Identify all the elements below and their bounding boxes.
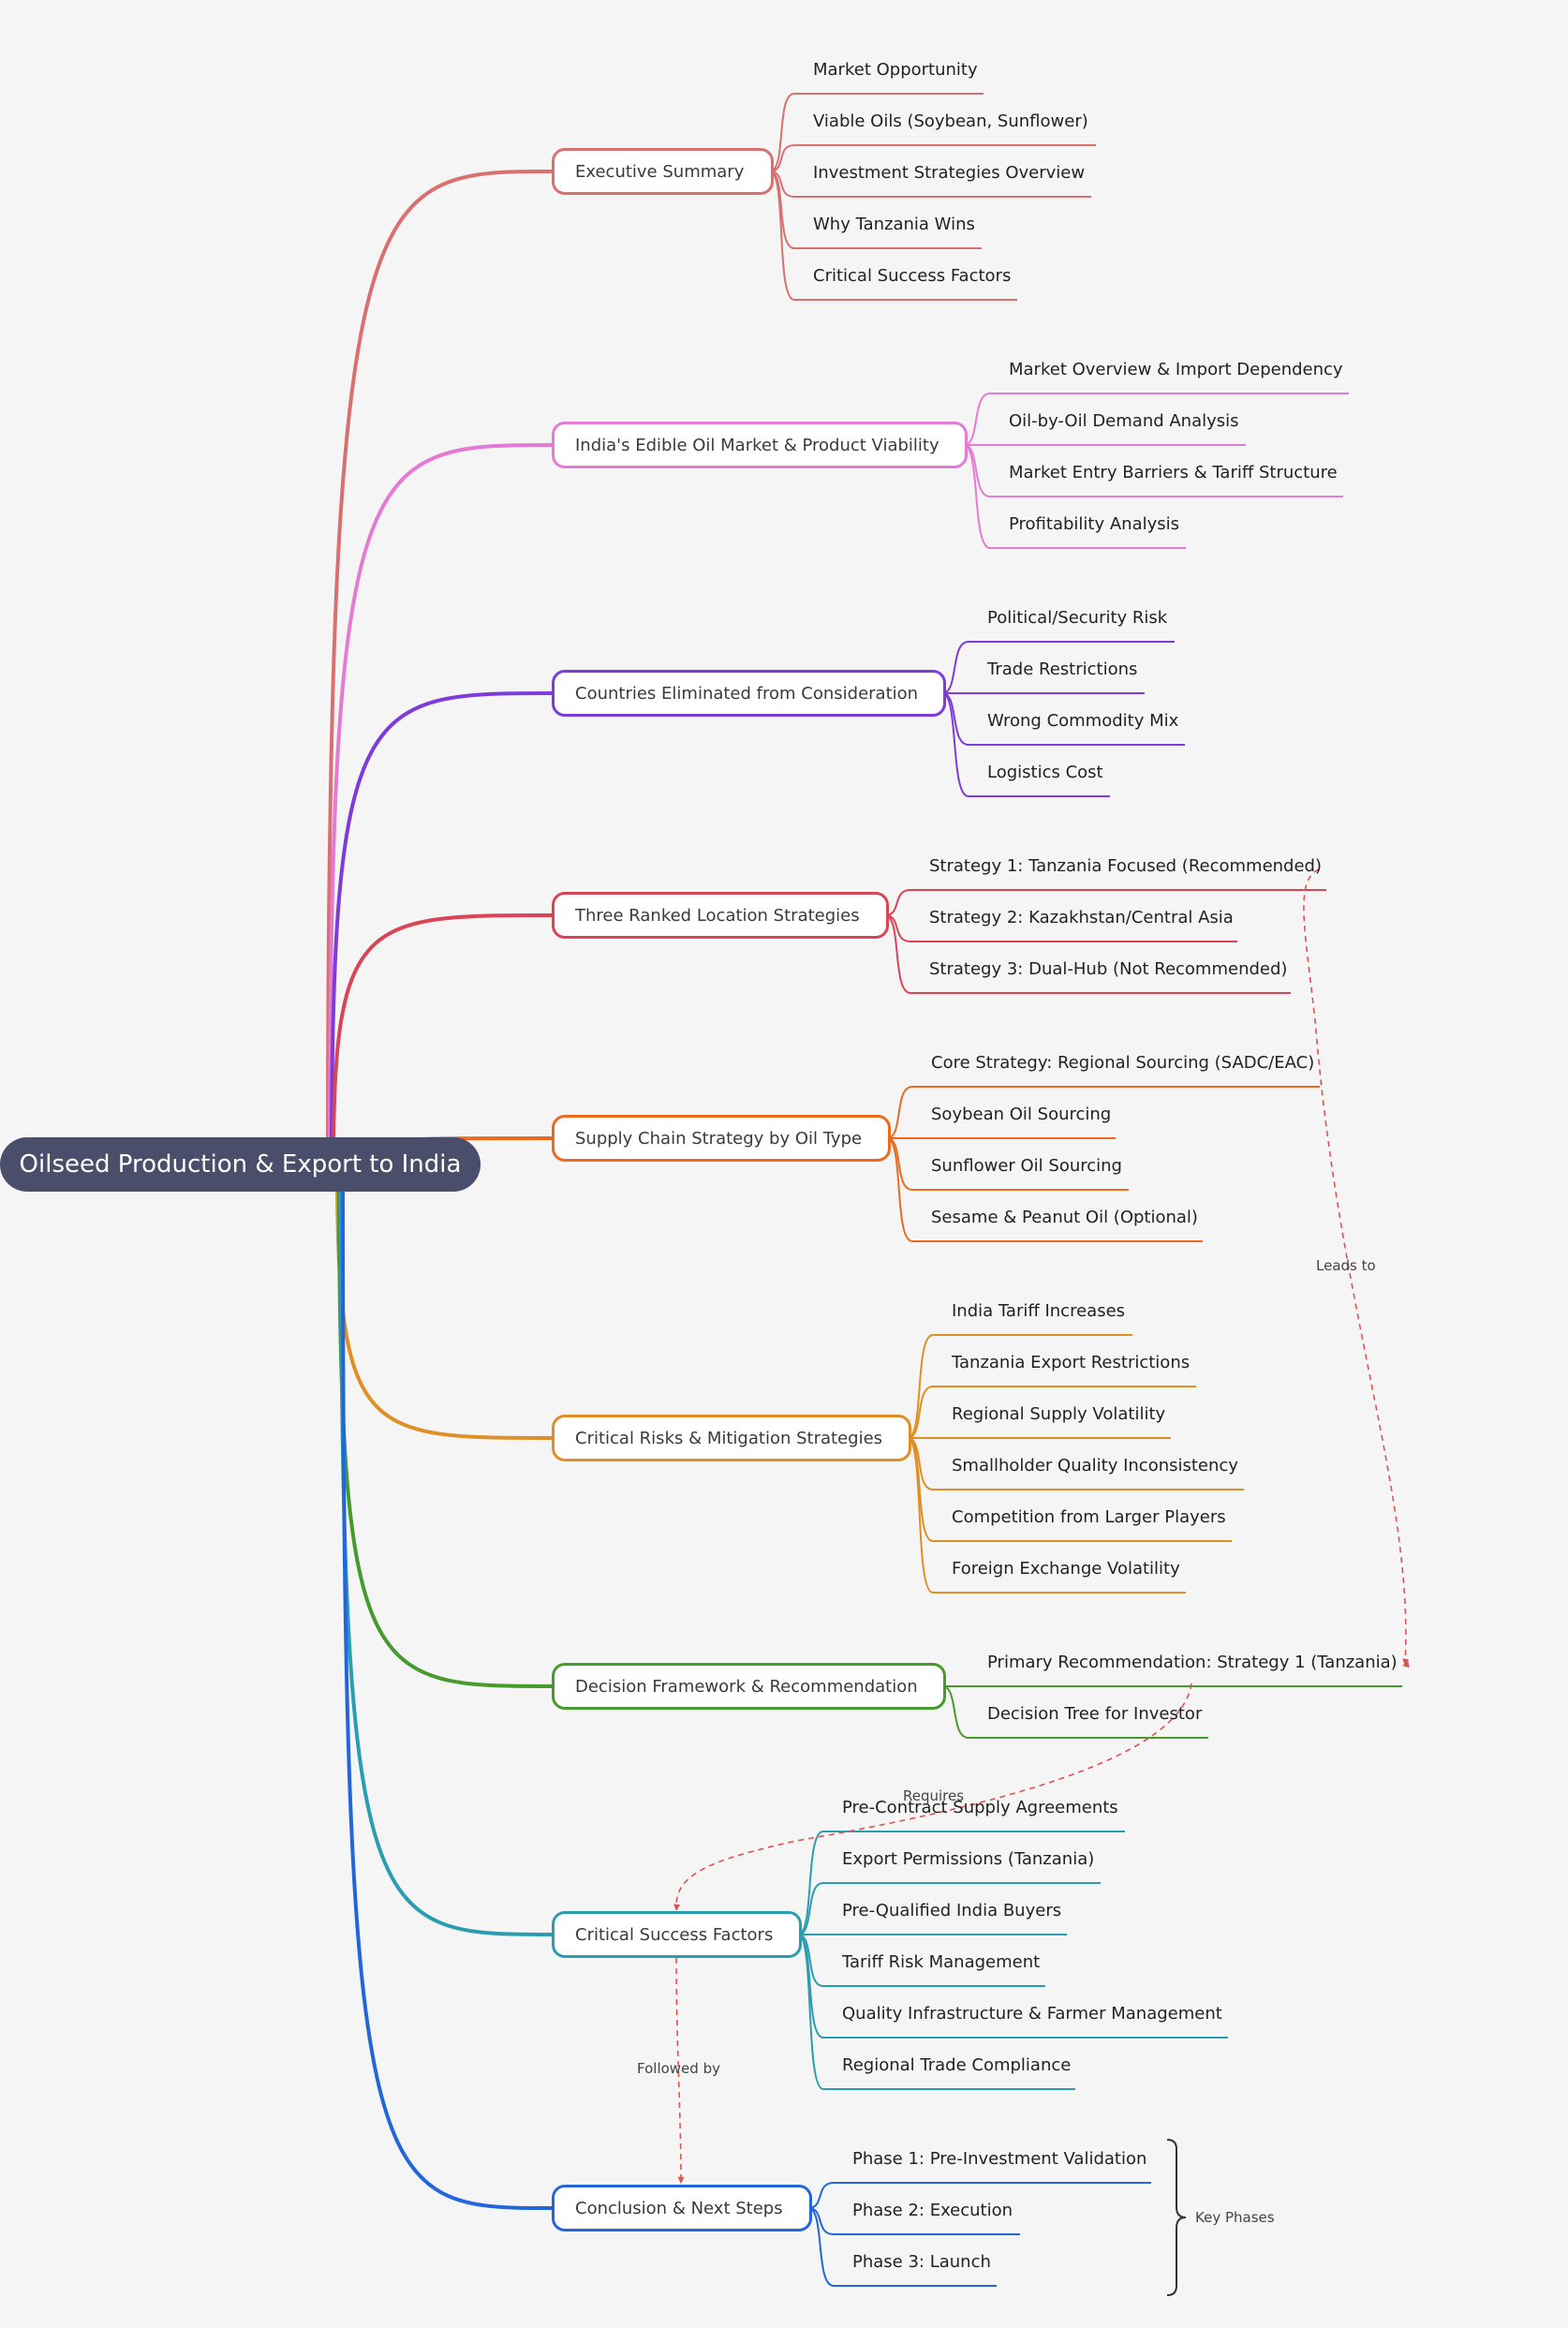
arrow-head: [677, 2176, 685, 2184]
leaf-label[interactable]: Pre-Qualified India Buyers: [842, 1901, 1062, 1920]
leaf-connector: [884, 914, 911, 942]
branch-edge: [341, 1164, 553, 2210]
leaf-connector: [797, 1934, 824, 2090]
leaf-label[interactable]: Phase 1: Pre-Investment Validation: [852, 2149, 1147, 2169]
leaf-label[interactable]: Viable Oils (Soybean, Sunflower): [813, 111, 1088, 131]
leaf-label[interactable]: Logistics Cost: [987, 763, 1103, 782]
leaf-underlines-layer: [769, 93, 1402, 2287]
leaf-label[interactable]: Tariff Risk Management: [842, 1952, 1041, 1972]
leaf-connector: [884, 914, 911, 994]
branch-node[interactable]: Decision Framework & Recommendation: [552, 1663, 946, 1710]
leaf-label[interactable]: Pre-Contract Supply Agreements: [842, 1798, 1118, 1817]
leaf-label[interactable]: Export Permissions (Tanzania): [842, 1849, 1095, 1869]
leaf-connector: [886, 1086, 913, 1139]
bracket-path: [1166, 2139, 1187, 2296]
leaf-label[interactable]: Trade Restrictions: [987, 660, 1138, 679]
leaf-label[interactable]: Market Opportunity: [813, 60, 978, 80]
leaf-label[interactable]: Market Overview & Import Dependency: [1009, 360, 1343, 379]
leaf-connector: [886, 1137, 913, 1242]
leaf-label[interactable]: Regional Trade Compliance: [842, 2055, 1072, 2075]
cross-link-label: Leads to: [1316, 1257, 1376, 1274]
leaf-connector: [797, 1934, 824, 1987]
leaf-label[interactable]: Quality Infrastructure & Farmer Manageme…: [842, 2004, 1222, 2024]
branch-edge: [332, 913, 553, 1165]
leaf-label[interactable]: Tanzania Export Restrictions: [952, 1353, 1191, 1372]
leaf-label[interactable]: Sunflower Oil Sourcing: [931, 1156, 1122, 1176]
leaf-label[interactable]: Foreign Exchange Volatility: [952, 1559, 1180, 1579]
cross-links-layer: [673, 868, 1410, 2184]
leaf-label[interactable]: Smallholder Quality Inconsistency: [952, 1456, 1238, 1475]
leaf-label[interactable]: Critical Success Factors: [813, 266, 1012, 286]
leaf-connector: [807, 2182, 835, 2209]
leaf-label[interactable]: Strategy 3: Dual-Hub (Not Recommended): [929, 959, 1288, 979]
leaf-connector: [807, 2207, 835, 2287]
leaf-connector: [941, 692, 969, 746]
leaf-label[interactable]: Core Strategy: Regional Sourcing (SADC/E…: [931, 1053, 1315, 1073]
leaf-connector: [907, 1437, 934, 1594]
branch-node[interactable]: India's Edible Oil Market & Product Viab…: [552, 422, 968, 468]
leaf-connector: [769, 144, 795, 172]
leaf-label[interactable]: Market Entry Barriers & Tariff Structure: [1009, 463, 1338, 482]
bracket-label: Key Phases: [1195, 2209, 1275, 2226]
leaf-connector: [907, 1386, 934, 1439]
leaf-label[interactable]: Oil-by-Oil Demand Analysis: [1009, 411, 1239, 431]
branch-node[interactable]: Critical Risks & Mitigation Strategies: [552, 1415, 911, 1461]
leaf-label[interactable]: Sesame & Peanut Oil (Optional): [931, 1208, 1198, 1227]
leaf-label[interactable]: Decision Tree for Investor: [987, 1704, 1203, 1724]
leaf-label[interactable]: Phase 3: Launch: [852, 2252, 991, 2272]
cross-link-path: [675, 1957, 682, 2182]
branch-node[interactable]: Supply Chain Strategy by Oil Type: [552, 1115, 891, 1162]
branch-edge: [330, 691, 553, 1165]
leaf-label[interactable]: India Tariff Increases: [952, 1301, 1126, 1321]
branch-node[interactable]: Executive Summary: [552, 148, 774, 195]
leaf-connector: [941, 692, 969, 797]
cross-link-label: Followed by: [637, 2060, 720, 2077]
leaf-label[interactable]: Phase 2: Execution: [852, 2201, 1013, 2220]
leaf-connector: [941, 1685, 969, 1739]
branch-edge: [339, 1164, 553, 1936]
branch-edge: [337, 1164, 553, 1688]
leaf-connector: [907, 1334, 934, 1439]
leaf-connector: [797, 1882, 824, 1935]
branch-node[interactable]: Conclusion & Next Steps: [552, 2185, 812, 2232]
leaf-label[interactable]: Political/Security Risk: [987, 608, 1168, 628]
branch-edge: [335, 1164, 553, 1440]
leaf-connector: [884, 889, 911, 916]
arrow-head: [1402, 1661, 1410, 1668]
leaf-connector: [941, 641, 969, 694]
leaf-connector: [907, 1437, 934, 1490]
leaf-label[interactable]: Soybean Oil Sourcing: [931, 1105, 1112, 1124]
leaf-label[interactable]: Why Tanzania Wins: [813, 215, 975, 234]
leaf-label[interactable]: Primary Recommendation: Strategy 1 (Tanz…: [987, 1653, 1398, 1672]
arrow-head: [1402, 1658, 1410, 1666]
arrow-head: [673, 1904, 681, 1911]
leaf-connector: [963, 444, 991, 497]
leaf-label[interactable]: Strategy 1: Tanzania Focused (Recommende…: [929, 856, 1323, 876]
leaf-label[interactable]: Investment Strategies Overview: [813, 163, 1086, 183]
leaf-connector: [769, 171, 795, 301]
leaf-label[interactable]: Competition from Larger Players: [952, 1507, 1226, 1527]
root-node[interactable]: Oilseed Production & Export to India: [0, 1137, 481, 1192]
cross-link-path: [675, 1683, 1192, 1909]
leaf-label[interactable]: Wrong Commodity Mix: [987, 711, 1179, 731]
leaf-connector: [886, 1137, 913, 1191]
leaf-label[interactable]: Regional Supply Volatility: [952, 1404, 1166, 1424]
leaf-connector: [963, 444, 991, 549]
branch-node[interactable]: Three Ranked Location Strategies: [552, 892, 889, 939]
leaf-connector: [769, 93, 795, 172]
leaf-label[interactable]: Strategy 2: Kazakhstan/Central Asia: [929, 908, 1234, 927]
leaf-connector: [797, 1831, 824, 1935]
cross-link-label: Requires: [903, 1787, 965, 1804]
branch-node[interactable]: Critical Success Factors: [552, 1911, 802, 1958]
leaf-connector: [963, 393, 991, 446]
cross-link-path: [1303, 868, 1407, 1664]
branch-edge: [328, 443, 553, 1165]
leaf-label[interactable]: Profitability Analysis: [1009, 514, 1180, 534]
key-phases-bracket: [1166, 2139, 1187, 2296]
branch-edge: [326, 170, 553, 1165]
branch-node[interactable]: Countries Eliminated from Consideration: [552, 670, 946, 717]
leaf-connector: [807, 2207, 835, 2235]
